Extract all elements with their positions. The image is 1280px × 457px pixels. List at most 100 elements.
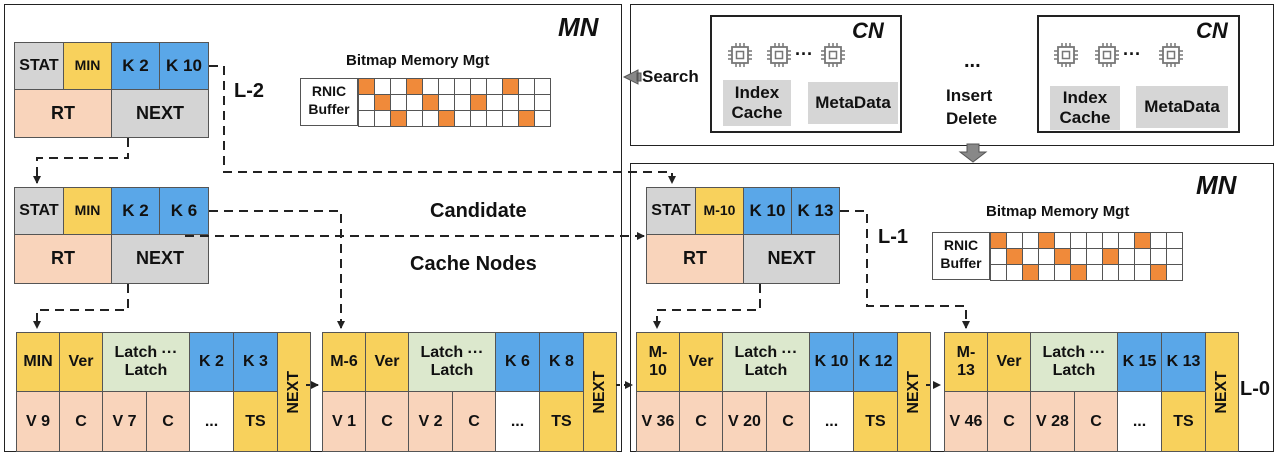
leaf-latch-line-2: Latch	[744, 362, 788, 379]
bitmap-cell-used	[422, 94, 439, 111]
bitmap-cell-used	[1134, 232, 1151, 249]
bitmap-cell-used	[406, 78, 423, 95]
bitmap-cell-free	[438, 78, 455, 95]
candidate-label: Candidate	[430, 200, 527, 222]
chip-icon	[767, 43, 791, 67]
leaf-next-cell: NEXT	[583, 332, 617, 452]
leaf-value-cell: V 36	[636, 391, 680, 452]
bitmap-cell-used	[358, 78, 375, 95]
chip-icon	[1095, 43, 1119, 67]
bitmap-cell-free	[1166, 232, 1183, 249]
index-cache-box: Index Cache	[723, 80, 791, 126]
leaf-value-cell: V 20	[722, 391, 767, 452]
bitmap-cell-free	[374, 78, 391, 95]
bitmap-cell-free	[486, 110, 503, 127]
leaf-key-cell: K 8	[539, 332, 584, 392]
bitmap-row-label-2: Buffer	[308, 101, 350, 118]
leaf-latch-line-2: Latch	[1052, 362, 1096, 379]
bitmap-grid	[358, 78, 551, 127]
bitmap-cell-used	[1070, 264, 1087, 281]
bitmap-grid	[990, 232, 1183, 281]
cn-label-1: CN	[852, 18, 884, 43]
next-cell: NEXT	[743, 234, 840, 284]
bitmap-cell-free	[470, 110, 487, 127]
bitmap-cell-used	[374, 94, 391, 111]
leaf-key-cell: K 10	[809, 332, 854, 392]
stat-cell: STAT	[14, 42, 64, 90]
next-cell: NEXT	[111, 89, 209, 138]
leaf-c-cell: C	[679, 391, 723, 452]
cn-between-ellipsis: ...	[964, 50, 981, 72]
leaf-next-label: NEXT	[285, 370, 303, 414]
next-cell: NEXT	[111, 234, 209, 284]
leaf-ver-cell: Ver	[679, 332, 723, 392]
leaf-min-cell: MIN	[16, 332, 60, 392]
leaf-c-cell: C	[59, 391, 103, 452]
leaf-latch-cell: Latch ···Latch	[722, 332, 810, 392]
bitmap-cell-free	[1022, 232, 1039, 249]
bitmap-cell-free	[438, 94, 455, 111]
min-cell: MIN	[63, 42, 112, 90]
bitmap-cell-free	[470, 78, 487, 95]
leaf-value-cell: V 46	[944, 391, 988, 452]
level-label-l2: L-2	[234, 80, 264, 102]
chip-icon	[1054, 43, 1078, 67]
leaf-key-cell: K 3	[233, 332, 278, 392]
chip-ellipsis: ···	[795, 44, 813, 64]
leaf-c-cell: C	[146, 391, 190, 452]
bitmap-cell-free	[1118, 264, 1135, 281]
level-label-l1: L-1	[878, 226, 908, 248]
bitmap-cell-used	[1022, 264, 1039, 281]
bitmap-cell-free	[390, 94, 407, 111]
level-label-l0: L-0	[1240, 378, 1270, 400]
leaf-ts-cell: TS	[1161, 391, 1206, 452]
stat-cell: STAT	[14, 187, 64, 235]
min-cell: M-10	[695, 187, 744, 235]
bitmap-cell-free	[1070, 232, 1087, 249]
leaf-value-cell: V 1	[322, 391, 366, 452]
rt-cell: RT	[14, 89, 112, 138]
bitmap-cell-free	[534, 78, 551, 95]
leaf-next-cell: NEXT	[897, 332, 931, 452]
chip-icon	[821, 43, 845, 67]
bitmap-row-label: RNIC Buffer	[932, 232, 990, 280]
leaf-value-cell: V 2	[408, 391, 453, 452]
leaf-key-cell: K 6	[495, 332, 540, 392]
bitmap-cell-free	[406, 94, 423, 111]
leaf-c-cell: C	[987, 391, 1031, 452]
bitmap-cell-free	[1150, 232, 1167, 249]
bitmap-row-label-2: Buffer	[940, 255, 982, 272]
leaf-key-cell: K 12	[853, 332, 898, 392]
leaf-key-cell: K 13	[1161, 332, 1206, 392]
bitmap-cell-used	[438, 110, 455, 127]
bitmap-cell-free	[1054, 264, 1071, 281]
bitmap-cell-free	[1166, 248, 1183, 265]
leaf-next-label: NEXT	[905, 370, 923, 414]
leaf-latch-line-2: Latch	[124, 362, 168, 379]
leaf-c-cell: C	[452, 391, 496, 452]
leaf-min-cell: M- 10	[636, 332, 680, 392]
bitmap-cell-free	[1118, 248, 1135, 265]
leaf-next-label: NEXT	[1213, 370, 1231, 414]
bitmap-cell-free	[1054, 232, 1071, 249]
min-cell: MIN	[63, 187, 112, 235]
bitmap-cell-free	[486, 78, 503, 95]
leaf-latch-cell: Latch ···Latch	[102, 332, 190, 392]
bitmap-cell-used	[1150, 264, 1167, 281]
leaf-value-cell: V 7	[102, 391, 147, 452]
bitmap-row-label: RNIC Buffer	[300, 78, 358, 126]
leaf-next-cell: NEXT	[277, 332, 311, 452]
metadata-box: MetaData	[808, 82, 898, 124]
cache-nodes-label: Cache Nodes	[410, 253, 537, 275]
leaf-latch-line-1: Latch ···	[114, 344, 178, 362]
bitmap-cell-free	[502, 94, 519, 111]
bitmap-cell-free	[358, 94, 375, 111]
metadata-box: MetaData	[1136, 86, 1228, 128]
bitmap-cell-free	[1118, 232, 1135, 249]
bitmap-cell-free	[1134, 248, 1151, 265]
bitmap-row-label-1: RNIC	[311, 83, 347, 99]
leaf-next-label: NEXT	[591, 370, 609, 414]
